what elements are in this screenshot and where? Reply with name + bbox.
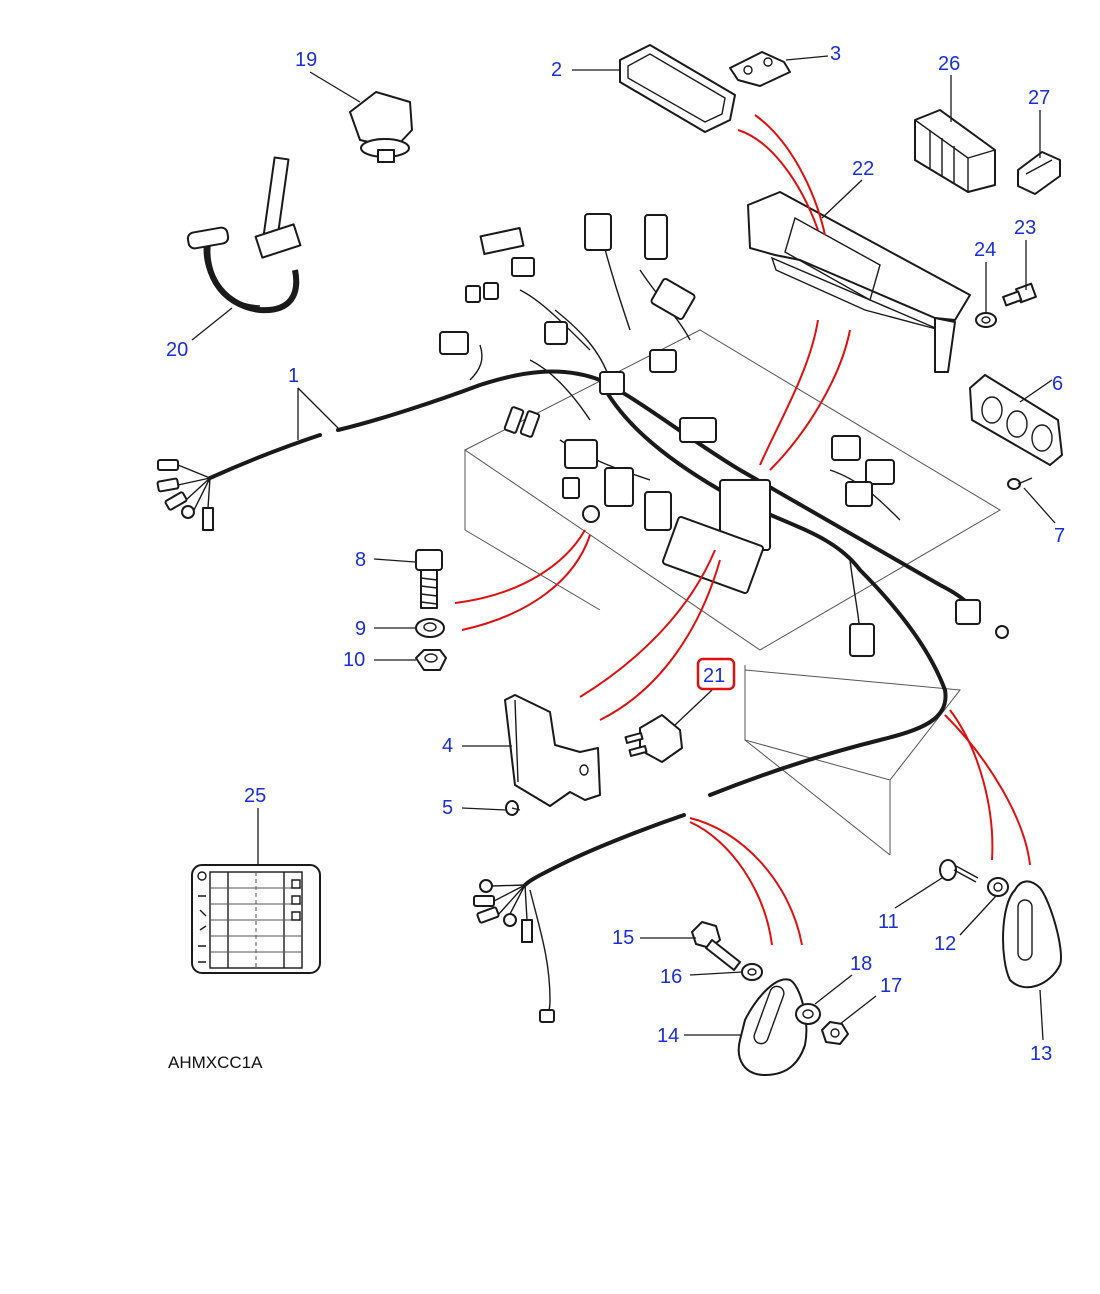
callout-24[interactable]: 24 [974, 239, 996, 261]
part-19-clip[interactable] [349, 91, 413, 163]
red-pointer-lines [454, 114, 1031, 946]
part-5-screw[interactable] [505, 800, 521, 816]
part-12-washer[interactable] [987, 877, 1009, 897]
callout-8[interactable]: 8 [355, 549, 366, 571]
part-11-screw[interactable] [939, 859, 979, 883]
part-14-p-clip[interactable] [737, 978, 808, 1076]
part-22-bracket[interactable] [747, 191, 971, 373]
callout-5[interactable]: 5 [442, 797, 453, 819]
part-7-screw[interactable] [1007, 477, 1033, 490]
part-9-washer[interactable] [415, 618, 445, 638]
part-18-spacer[interactable] [795, 1003, 821, 1025]
callout-14[interactable]: 14 [657, 1025, 679, 1047]
callout-26[interactable]: 26 [938, 53, 960, 75]
callout-20[interactable]: 20 [166, 339, 188, 361]
part-27-relay[interactable] [1017, 151, 1061, 195]
callout-19[interactable]: 19 [295, 49, 317, 71]
diagram-code: AHMXCC1A [168, 1053, 263, 1072]
part-17-nut[interactable] [821, 1021, 849, 1045]
callout-11[interactable]: 11 [878, 911, 899, 933]
callout-6[interactable]: 6 [1052, 373, 1063, 395]
callout-16[interactable]: 16 [660, 966, 682, 988]
part-25-fuse-label[interactable] [191, 864, 321, 974]
part-6-gasket[interactable] [969, 374, 1063, 466]
part-21-connector[interactable] [624, 714, 683, 763]
callout-18[interactable]: 18 [850, 953, 872, 975]
callout-10[interactable]: 10 [343, 649, 365, 671]
part-3-clip[interactable] [729, 51, 791, 87]
part-10-nut[interactable] [415, 649, 447, 671]
callout-9[interactable]: 9 [355, 618, 366, 640]
callout-2[interactable]: 2 [551, 59, 562, 81]
callout-25[interactable]: 25 [244, 785, 266, 807]
part-13-p-clip[interactable] [1002, 880, 1062, 989]
callout-7[interactable]: 7 [1054, 525, 1065, 547]
part-2-module[interactable] [619, 44, 736, 133]
part-20-cable-tie[interactable] [186, 156, 302, 314]
callout-4[interactable]: 4 [442, 735, 453, 757]
selected-callout-highlight [696, 657, 736, 691]
part-26-fuse-block[interactable] [914, 109, 996, 193]
callout-23[interactable]: 23 [1014, 217, 1036, 239]
callout-17[interactable]: 17 [880, 975, 902, 997]
callout-22[interactable]: 22 [852, 158, 874, 180]
harness-terminals-left [156, 459, 214, 531]
part-15-bolt[interactable] [691, 921, 741, 971]
callout-3[interactable]: 3 [830, 43, 841, 65]
main-wiring-harness[interactable] [208, 229, 979, 1016]
callout-21[interactable]: 21 [703, 665, 725, 687]
callout-12[interactable]: 12 [934, 933, 956, 955]
callout-27[interactable]: 27 [1028, 87, 1050, 109]
battery-box-outline [464, 329, 1001, 856]
leader-lines [191, 55, 1056, 1041]
callout-15[interactable]: 15 [612, 927, 634, 949]
callout-1[interactable]: 1 [288, 365, 299, 387]
part-16-washer[interactable] [741, 963, 763, 981]
callout-labels: 1 2 3 4 5 6 7 8 9 10 11 12 13 14 15 16 1… [166, 43, 1065, 1065]
callout-13[interactable]: 13 [1030, 1043, 1052, 1065]
part-23-bolt[interactable] [1002, 282, 1037, 307]
part-4-bracket[interactable] [504, 694, 601, 807]
part-24-washer[interactable] [975, 312, 997, 328]
harness-terminals-bottom [473, 879, 555, 1023]
part-8-bolt[interactable] [415, 549, 443, 609]
